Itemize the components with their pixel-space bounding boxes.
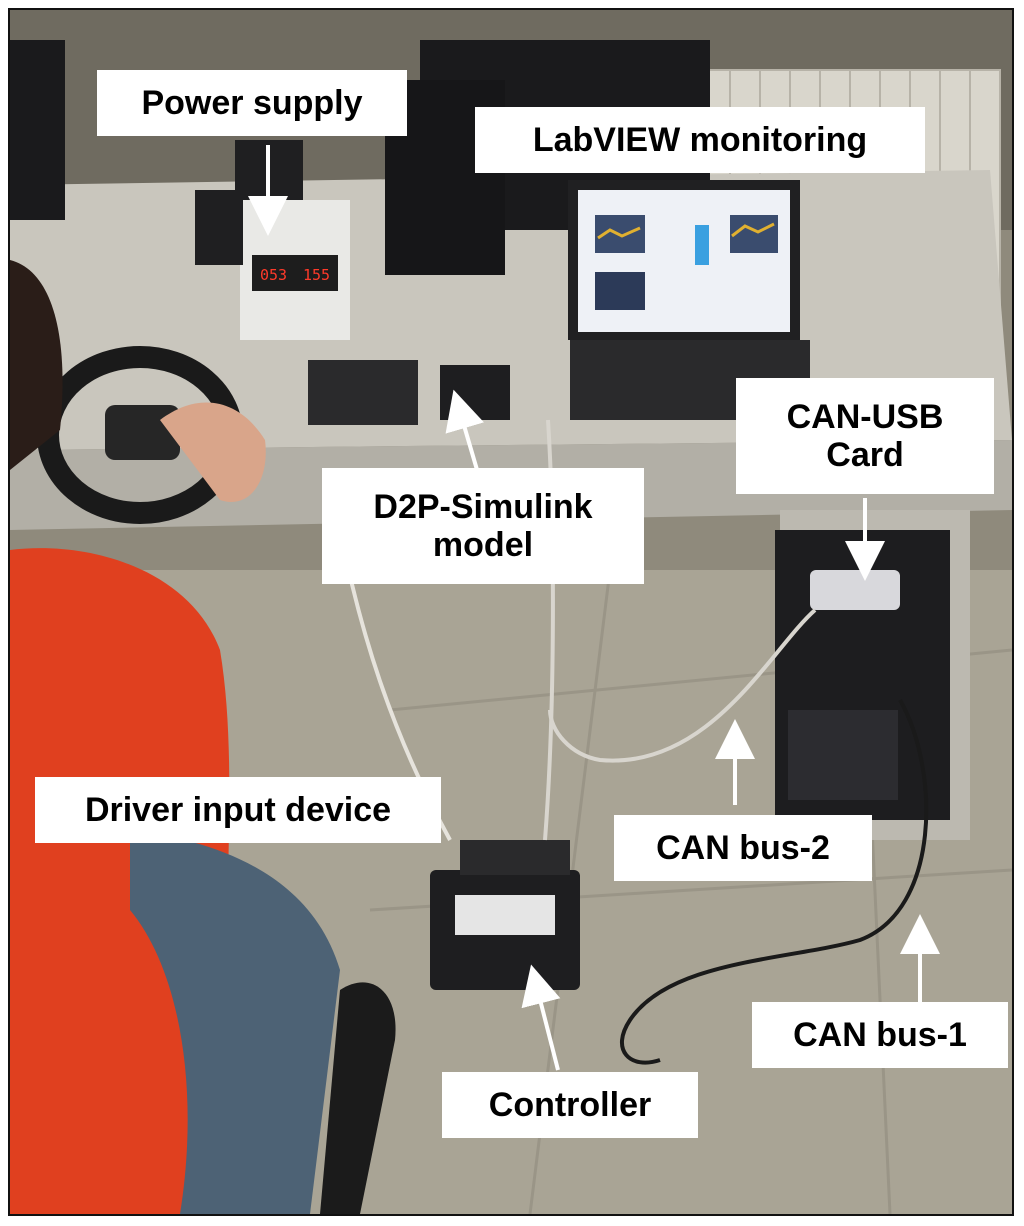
label-power-supply: Power supply	[97, 70, 407, 136]
label-labview-monitoring: LabVIEW monitoring	[475, 107, 925, 173]
arrow-d2p	[445, 389, 484, 481]
label-can-bus-1: CAN bus-1	[752, 1002, 1008, 1068]
photo-frame: 053 155	[8, 8, 1014, 1216]
label-can-bus-2: CAN bus-2	[614, 815, 872, 881]
label-can-usb-card: CAN-USB Card	[736, 378, 994, 494]
laptop	[568, 180, 810, 420]
display-right: 155	[303, 266, 330, 284]
label-driver-input-device: Driver input device	[35, 777, 441, 843]
d2p-board	[308, 360, 418, 425]
driver	[10, 260, 340, 1214]
annotation-arrows	[248, 145, 940, 1071]
display-left: 053	[260, 266, 287, 284]
arrow-controller	[521, 964, 561, 1071]
controller-unit	[430, 840, 580, 990]
label-controller: Controller	[442, 1072, 698, 1138]
label-d2p-simulink-model: D2P-Simulink model	[322, 468, 644, 584]
